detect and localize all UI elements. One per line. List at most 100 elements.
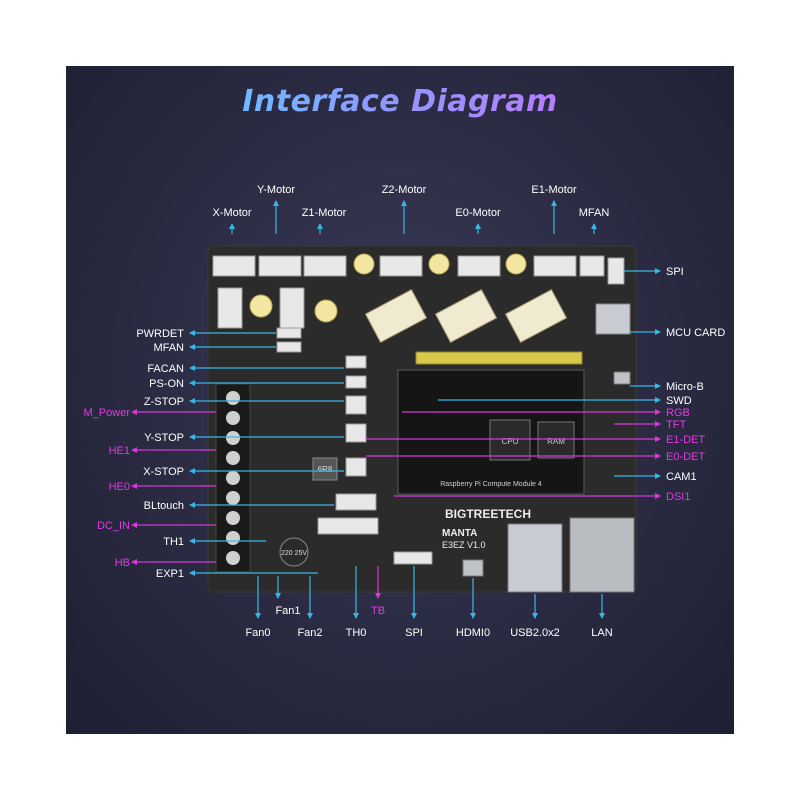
- hdmi-port: [462, 559, 484, 577]
- label-cam1: CAM1: [666, 471, 697, 483]
- label-fan1: Fan1: [275, 605, 300, 617]
- e1-motor-connector: [533, 255, 577, 277]
- terminal-screw: [226, 531, 240, 545]
- label-hb: HB: [115, 557, 130, 569]
- bltouch-connector: [335, 493, 377, 511]
- terminal-screw: [226, 471, 240, 485]
- terminal-screw: [226, 491, 240, 505]
- label-facan: FACAN: [147, 363, 184, 375]
- top-labels: X-Motor Y-Motor Z1-Motor Z2-Motor E0-Mot…: [212, 184, 609, 234]
- label-y-motor: Y-Motor: [257, 184, 295, 196]
- capacitor: [505, 253, 527, 275]
- label-ps-on: PS-ON: [149, 378, 184, 390]
- label-x-stop: X-STOP: [143, 466, 184, 478]
- label-tb: TB: [371, 605, 385, 617]
- inductor-label: 6R8: [318, 465, 333, 474]
- label-dc-in: DC_IN: [97, 520, 130, 532]
- mcu-sd-card-slot: [595, 303, 631, 335]
- stepper-driver-socket: [364, 288, 428, 344]
- label-z1-motor: Z1-Motor: [302, 207, 347, 219]
- label-usb: USB2.0x2: [510, 627, 560, 639]
- bottom-labels: Fan0 Fan1 Fan2 TH0 TB SPI HDMI0 USB2.0x2…: [245, 566, 613, 639]
- pwrdet-connector: [276, 327, 302, 339]
- interface-diagram: 6R8 220 25V CPU RAM Raspberry Pi Compute…: [84, 184, 726, 639]
- label-z-stop: Z-STOP: [144, 396, 184, 408]
- spi-bottom-connector: [393, 551, 433, 565]
- label-fan0: Fan0: [245, 627, 270, 639]
- terminal-screw: [226, 511, 240, 525]
- label-rgb: RGB: [666, 407, 690, 419]
- label-th1: TH1: [163, 536, 184, 548]
- diagram-title: Interface Diagram: [66, 84, 734, 119]
- capacitor: [314, 299, 338, 323]
- capacitor-label: 220 25V: [281, 550, 307, 557]
- inductor: [312, 457, 338, 481]
- e0-motor-connector: [457, 255, 501, 277]
- label-micro-b: Micro-B: [666, 381, 704, 393]
- brand-logo: BIGTREETECH: [445, 507, 531, 521]
- terminal-screw: [226, 451, 240, 465]
- bulk-capacitor: [279, 537, 309, 567]
- board-version: E3EZ V1.0: [442, 540, 486, 550]
- usb-port: [507, 523, 563, 593]
- board-model: MANTA: [442, 528, 477, 539]
- stepper-driver-socket: [434, 288, 498, 344]
- label-fan2: Fan2: [297, 627, 322, 639]
- label-exp1: EXP1: [156, 568, 184, 580]
- label-m-power: M_Power: [84, 407, 131, 419]
- dip-switch: [279, 287, 305, 329]
- label-z2-motor: Z2-Motor: [382, 184, 427, 196]
- label-y-stop: Y-STOP: [144, 432, 184, 444]
- label-tft: TFT: [666, 419, 686, 431]
- label-he0: HE0: [109, 481, 130, 493]
- dip-switch: [217, 287, 243, 329]
- facan-connector: [345, 355, 367, 369]
- label-swd: SWD: [666, 395, 692, 407]
- ram-chip: [537, 421, 575, 459]
- label-spi-right: SPI: [666, 266, 684, 278]
- z1-motor-connector: [303, 255, 347, 277]
- label-pwrdet: PWRDET: [136, 328, 184, 340]
- label-th0: TH0: [346, 627, 367, 639]
- mfan-left-connector: [276, 341, 302, 353]
- label-e1-det: E1-DET: [666, 434, 705, 446]
- x-motor-connector: [212, 255, 256, 277]
- terminal-screw: [226, 431, 240, 445]
- capacitor: [353, 253, 375, 275]
- z-stop-connector: [345, 395, 367, 415]
- exp1-connector: [317, 517, 379, 535]
- compute-module-label: Raspberry Pi Compute Module 4: [440, 481, 542, 488]
- capacitor: [249, 294, 273, 318]
- label-mcu-card: MCU CARD: [666, 327, 725, 339]
- label-dsi1: DSI1: [666, 491, 690, 503]
- label-x-motor: X-Motor: [212, 207, 251, 219]
- y-motor-connector: [258, 255, 302, 277]
- z2-motor-connector: [379, 255, 423, 277]
- terminal-screw: [226, 391, 240, 405]
- label-hdmi0: HDMI0: [456, 627, 490, 639]
- x-stop-connector: [345, 457, 367, 477]
- left-labels: PWRDET MFAN FACAN PS-ON Z-STOP M_Power Y…: [84, 328, 344, 580]
- diagram-frame: Interface Diagram: [66, 66, 734, 734]
- capacitor: [428, 253, 450, 275]
- label-spi-bottom: SPI: [405, 627, 423, 639]
- label-e0-det: E0-DET: [666, 451, 705, 463]
- ps-on-connector: [345, 375, 367, 389]
- label-lan: LAN: [591, 627, 612, 639]
- label-he1: HE1: [109, 445, 130, 457]
- micro-b-port: [613, 371, 631, 385]
- cpu-chip: [489, 419, 531, 461]
- label-bltouch: BLtouch: [144, 500, 184, 512]
- label-mfan-top: MFAN: [579, 207, 610, 219]
- terminal-screw: [226, 551, 240, 565]
- label-e1-motor: E1-Motor: [531, 184, 577, 196]
- mfan-connector: [579, 255, 605, 277]
- stepper-driver-socket: [504, 288, 568, 344]
- y-stop-connector: [345, 423, 367, 443]
- label-mfan-left: MFAN: [153, 342, 184, 354]
- control-board: 6R8 220 25V CPU RAM Raspberry Pi Compute…: [207, 245, 637, 593]
- right-labels: SPI MCU CARD Micro-B SWD RGB TFT E1-DET …: [366, 266, 725, 503]
- lan-port: [569, 517, 635, 593]
- cpu-chip-label: CPU: [502, 437, 519, 446]
- spi-header: [607, 257, 625, 285]
